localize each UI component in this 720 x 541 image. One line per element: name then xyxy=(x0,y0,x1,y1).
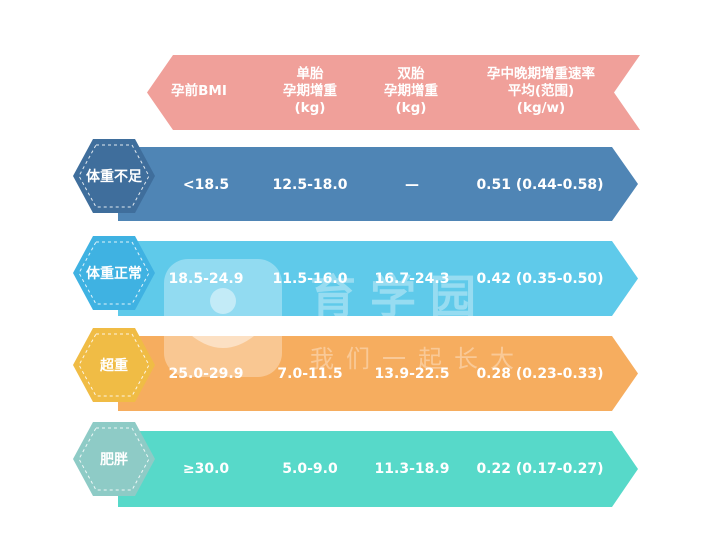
row-obese-twin: 11.3-18.9 xyxy=(374,461,450,477)
hex-underweight: 体重不足 xyxy=(72,138,156,214)
row-normal-shape xyxy=(118,241,638,316)
hex-obese: 肥胖 xyxy=(72,421,156,497)
hex-underweight-label: 体重不足 xyxy=(86,169,142,185)
row-normal: 18.5-24.9 11.5-16.0 16.7-24.3 0.42 (0.35… xyxy=(118,241,638,316)
hex-normal-label: 体重正常 xyxy=(86,266,142,282)
row-obese-shape xyxy=(118,431,638,507)
hex-overweight-shape xyxy=(73,328,155,402)
header-col-single: 单胎 孕期增重 (kg) xyxy=(283,66,337,117)
row-overweight: 25.0-29.9 7.0-11.5 13.9-22.5 0.28 (0.23-… xyxy=(118,336,638,411)
header-col-bmi-text: 孕前BMI xyxy=(171,83,227,99)
row-overweight-twin: 13.9-22.5 xyxy=(374,366,450,382)
header-band: 孕前BMI 单胎 孕期增重 (kg) 双胎 孕期增重 (kg) 孕中晚期增重速率… xyxy=(147,55,640,130)
header-col-rate-line3: (kg/w) xyxy=(516,100,566,116)
row-underweight: <18.5 12.5-18.0 — 0.51 (0.44-0.58) xyxy=(118,147,638,221)
row-normal-single: 11.5-16.0 xyxy=(272,271,348,287)
header-band-shape xyxy=(147,55,640,130)
hex-normal: 体重正常 xyxy=(72,235,156,311)
hex-underweight-shape xyxy=(73,139,155,213)
row-normal-rate: 0.42 (0.35-0.50) xyxy=(476,271,604,287)
header-col-twin-line1: 双胎 xyxy=(397,66,425,82)
header-col-twin: 双胎 孕期增重 (kg) xyxy=(384,66,438,117)
header-col-twin-line2: 孕期增重 xyxy=(384,83,438,99)
row-obese-single: 5.0-9.0 xyxy=(282,461,338,477)
row-overweight-single: 7.0-11.5 xyxy=(277,366,343,382)
row-underweight-twin: — xyxy=(405,177,419,193)
row-normal-bmi: 18.5-24.9 xyxy=(168,271,244,287)
row-obese: ≥30.0 5.0-9.0 11.3-18.9 0.22 (0.17-0.27) xyxy=(118,431,638,507)
header-col-single-line3: (kg) xyxy=(294,100,326,116)
hex-normal-shape xyxy=(73,236,155,310)
row-overweight-rate: 0.28 (0.23-0.33) xyxy=(476,366,604,382)
row-underweight-shape xyxy=(118,147,638,221)
row-underweight-bmi: <18.5 xyxy=(182,177,230,193)
header-col-rate-line2: 平均(范围) xyxy=(507,83,575,99)
header-col-single-line2: 孕期增重 xyxy=(283,83,337,99)
row-underweight-rate: 0.51 (0.44-0.58) xyxy=(476,177,604,193)
row-obese-rate: 0.22 (0.17-0.27) xyxy=(476,461,604,477)
row-overweight-bmi: 25.0-29.9 xyxy=(168,366,244,382)
header-col-twin-line3: (kg) xyxy=(395,100,427,116)
row-normal-twin: 16.7-24.3 xyxy=(374,271,450,287)
row-overweight-shape xyxy=(118,336,638,411)
hex-obese-shape xyxy=(73,422,155,496)
header-col-rate-line1: 孕中晚期增重速率 xyxy=(487,66,595,82)
hex-obese-label: 肥胖 xyxy=(100,452,128,468)
hex-overweight: 超重 xyxy=(72,327,156,403)
header-col-single-line1: 单胎 xyxy=(296,66,324,82)
header-col-rate: 孕中晚期增重速率 平均(范围) (kg/w) xyxy=(487,66,595,117)
header-col-bmi: 孕前BMI xyxy=(171,83,227,100)
row-underweight-single: 12.5-18.0 xyxy=(272,177,348,193)
hex-overweight-label: 超重 xyxy=(100,358,128,374)
row-obese-bmi: ≥30.0 xyxy=(182,461,230,477)
